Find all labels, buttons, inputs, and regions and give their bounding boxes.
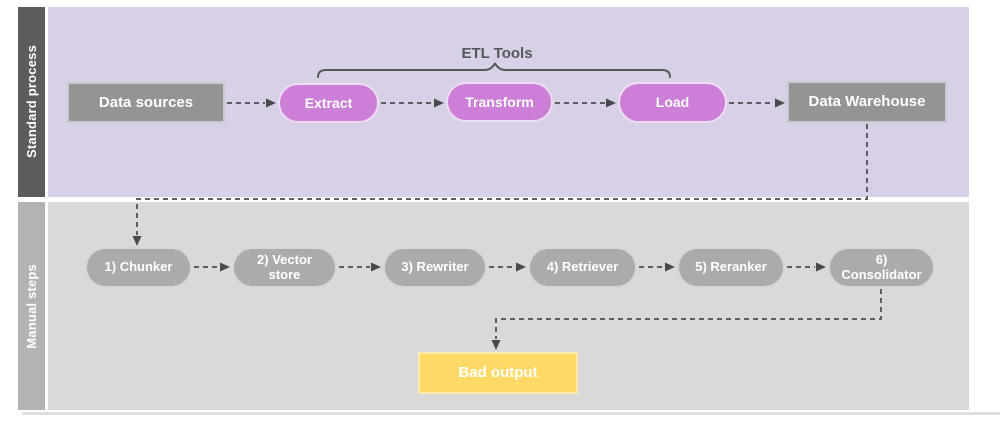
node-retriever: 4) Retriever <box>528 247 637 288</box>
arrowhead-retriever-reranker <box>665 262 675 272</box>
node-data-warehouse: Data Warehouse <box>787 81 947 123</box>
arrowhead-warehouse-chunker <box>132 236 142 246</box>
node-extract: Extract <box>278 83 379 123</box>
node-chunker: 1) Chunker <box>85 247 192 288</box>
arrowhead-consolidator-badoutput <box>491 340 501 350</box>
node-transform: Transform <box>446 82 553 122</box>
arrowhead-extract-transform <box>434 98 444 108</box>
arrowhead-vectorstore-rewriter <box>371 262 381 272</box>
connector-consolidator-badoutput <box>495 289 882 339</box>
node-rewriter: 3) Rewriter <box>383 247 487 288</box>
arrowhead-chunker-vectorstore <box>220 262 230 272</box>
node-consolidator: 6) Consolidator <box>828 247 935 288</box>
arrowhead-rewriter-retriever <box>516 262 526 272</box>
etl-tools-brace <box>317 62 671 78</box>
lane-label-standard-process: Standard process <box>18 7 45 197</box>
node-load: Load <box>618 82 727 123</box>
node-vector-store: 2) Vector store <box>232 247 337 288</box>
lane-label-manual-steps: Manual steps <box>18 202 45 410</box>
arrowhead-datasources-extract <box>266 98 276 108</box>
arrowhead-load-warehouse <box>775 98 785 108</box>
bottom-divider-line <box>22 412 1000 415</box>
connector-warehouse-chunker <box>136 124 868 235</box>
node-data-sources: Data sources <box>67 82 225 123</box>
arrowhead-reranker-consolidator <box>816 262 826 272</box>
node-bad-output: Bad output <box>418 352 578 394</box>
node-reranker: 5) Reranker <box>677 247 785 288</box>
etl-tools-label: ETL Tools <box>461 45 533 62</box>
arrowhead-transform-load <box>606 98 616 108</box>
